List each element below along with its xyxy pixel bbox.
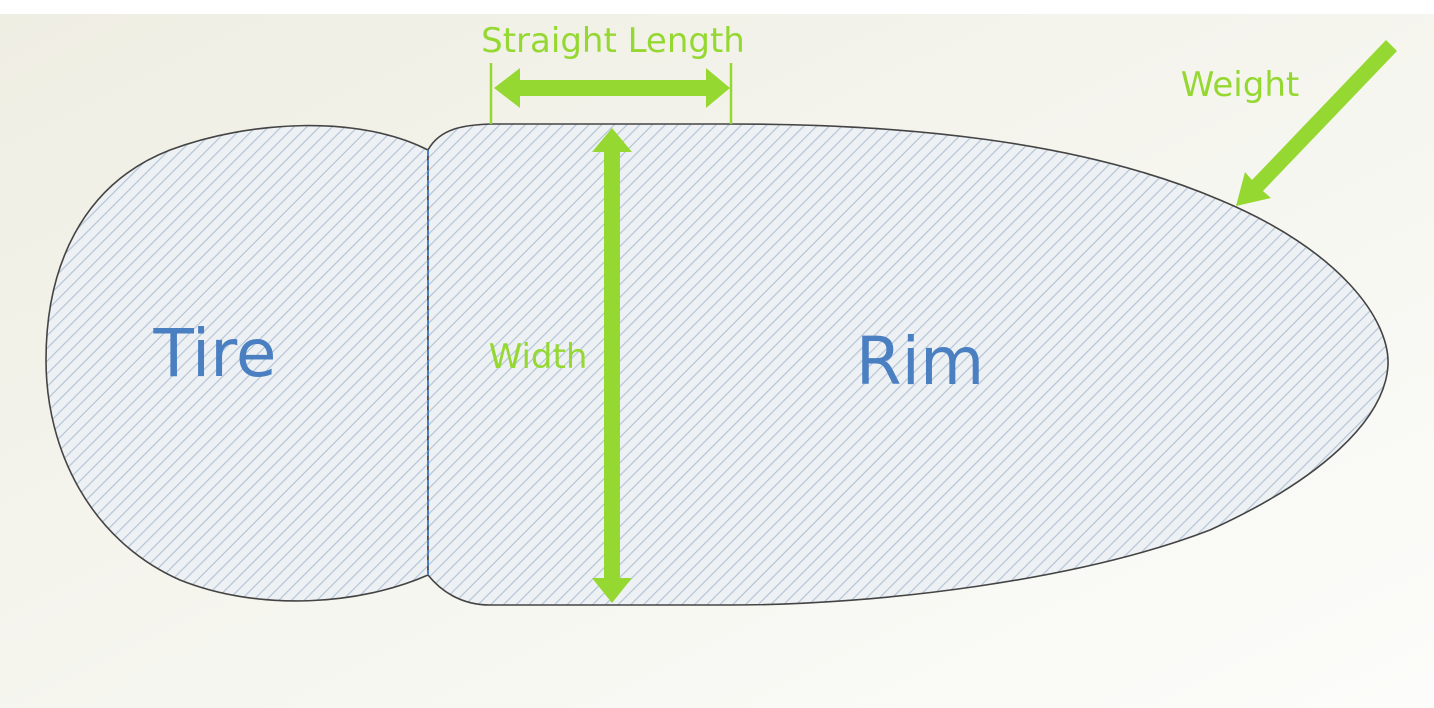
straight-length-double-arrow	[494, 68, 730, 108]
tire-label: Tire	[153, 315, 277, 392]
straight-length-label: Straight Length	[481, 21, 745, 61]
rim-shape	[427, 123, 1389, 606]
tire-shape	[45, 124, 429, 602]
width-double-arrow	[592, 128, 632, 603]
weight-label: Weight	[1181, 65, 1299, 105]
top-white-strip	[0, 0, 1434, 14]
rim-label: Rim	[856, 323, 985, 400]
weight-arrow	[1236, 40, 1397, 206]
width-label: Width	[489, 337, 588, 377]
straight-length-dimension	[489, 63, 733, 124]
